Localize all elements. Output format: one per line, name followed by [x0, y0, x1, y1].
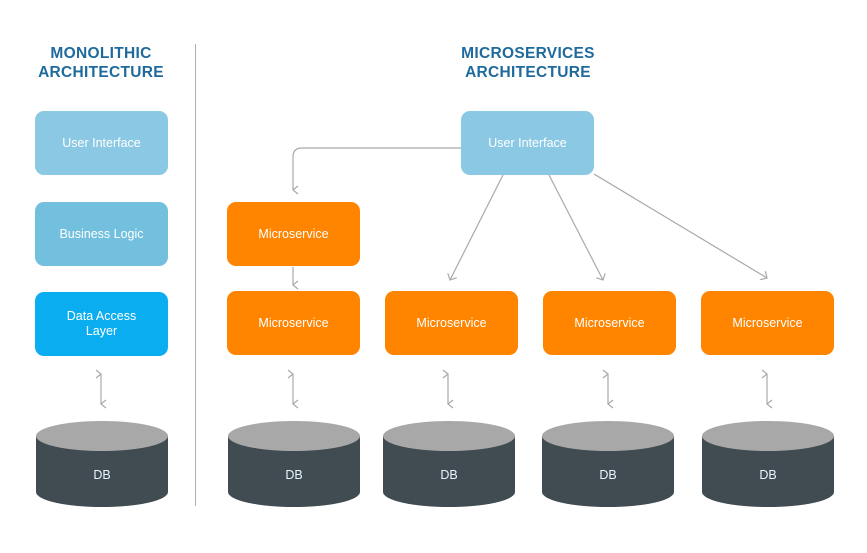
microservice-label: Microservice [574, 315, 645, 330]
microservice-label: Microservice [258, 315, 329, 330]
ui-to-service-1-arrow [292, 147, 461, 195]
microservices-title-line2: ARCHITECTURE [465, 64, 591, 81]
mono-business-logic-label: Business Logic [59, 226, 144, 241]
monolithic-title-line2: ARCHITECTURE [38, 64, 164, 81]
ms-database-2: DB [382, 420, 516, 510]
database-cylinder-icon [228, 421, 360, 507]
database-cylinder-icon [383, 421, 515, 507]
ms-database-3: DB [541, 420, 675, 510]
microservice-box-4: Microservice [543, 291, 676, 355]
database-label: DB [93, 468, 111, 482]
microservice-box-3: Microservice [385, 291, 518, 355]
mono-data-access-label-line2: Layer [85, 324, 118, 338]
monolithic-title: MONOLITHIC ARCHITECTURE [20, 44, 182, 82]
microservice-label: Microservice [732, 315, 803, 330]
database-cylinder-icon [36, 421, 168, 507]
database-label: DB [599, 468, 617, 482]
database-label: DB [759, 468, 777, 482]
database-cylinder-icon [542, 421, 674, 507]
section-divider [195, 44, 196, 506]
ui-to-service-5-arrow [593, 173, 768, 281]
mono-user-interface-box: User Interface [35, 111, 168, 175]
database-label: DB [440, 468, 458, 482]
microservices-title: MICROSERVICES ARCHITECTURE [430, 44, 626, 82]
microservice-label: Microservice [258, 226, 329, 241]
ms-user-interface-label: User Interface [488, 135, 567, 150]
ui-to-service-3-arrow [447, 174, 504, 281]
mono-business-logic-box: Business Logic [35, 202, 168, 266]
mono-user-interface-label: User Interface [62, 135, 141, 150]
ms-database-1: DB [227, 420, 361, 510]
database-cylinder-icon [702, 421, 834, 507]
ui-to-service-4-arrow [548, 174, 606, 281]
microservice-label: Microservice [416, 315, 487, 330]
ms-user-interface-box: User Interface [461, 111, 594, 175]
microservice-box-1: Microservice [227, 202, 360, 266]
mono-database: DB [35, 420, 169, 510]
microservices-title-line1: MICROSERVICES [461, 45, 595, 62]
ms-database-4: DB [701, 420, 835, 510]
microservice-box-2: Microservice [227, 291, 360, 355]
monolithic-title-line1: MONOLITHIC [50, 45, 152, 62]
microservice-box-5: Microservice [701, 291, 834, 355]
database-label: DB [285, 468, 303, 482]
mono-data-access-label-line1: Data Access [66, 309, 137, 323]
mono-data-access-layer-box: Data Access Layer [35, 292, 168, 356]
